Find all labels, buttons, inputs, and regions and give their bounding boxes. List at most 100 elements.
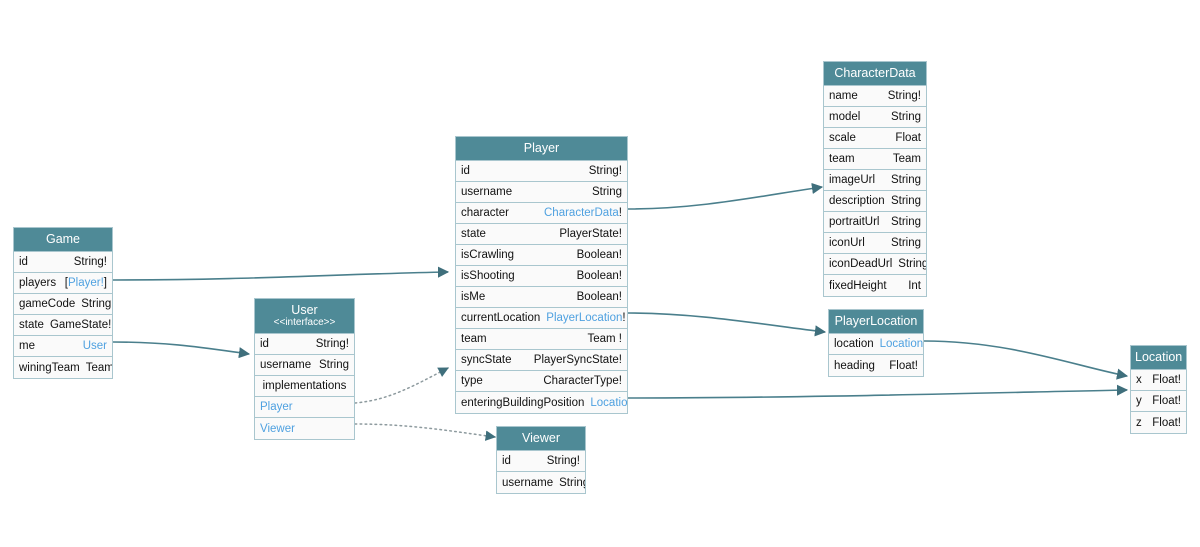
type-link[interactable]: Location [590,396,627,409]
table-row[interactable]: players [Player!] [14,273,112,295]
table-row[interactable]: state GameState! [14,315,112,337]
table-row[interactable]: z Float! [1131,412,1186,434]
table-row[interactable]: id String! [456,161,627,183]
node-game[interactable]: Game id String! players [Player!] gameCo… [13,227,113,380]
table-row[interactable]: state PlayerState! [456,224,627,246]
table-row[interactable]: isShooting Boolean! [456,266,627,288]
edge-user-implements-viewer [354,423,497,441]
field-type: String [890,174,921,187]
field-type: String [898,258,926,271]
table-row[interactable]: id String! [497,451,585,473]
table-row[interactable]: portraitUrl String [824,212,926,234]
field-name: imageUrl [829,174,876,187]
table-row[interactable]: syncState PlayerSyncState! [456,350,627,372]
field-type: Int [908,279,921,292]
field-name: id [260,338,269,351]
field-type: String [890,237,921,250]
field-type: Team [85,361,112,374]
field-name: x [1136,374,1142,387]
field-name: team [461,333,487,346]
field-type: String [890,195,921,208]
node-game-title: Game [14,228,112,253]
table-row[interactable]: x Float! [1131,370,1186,392]
field-name: type [461,375,483,388]
node-viewer[interactable]: Viewer id String! username String [496,426,586,495]
list-item[interactable]: Viewer [255,418,354,440]
field-type: PlayerLocation! [546,312,625,324]
type-link[interactable]: Player! [68,277,104,290]
node-player[interactable]: Player id String! username String charac… [455,136,628,415]
table-row[interactable]: fixedHeight Int [824,275,926,297]
field-type: Float! [1152,416,1181,429]
type-link[interactable]: CharacterData [544,207,619,220]
table-row[interactable]: name String! [824,86,926,108]
field-name: character [461,207,509,220]
node-user[interactable]: User <<interface>> id String! username S… [254,298,355,441]
bracket-close: ] [103,277,107,290]
table-row[interactable]: y Float! [1131,391,1186,413]
node-playerlocation[interactable]: PlayerLocation location Location! headin… [828,309,924,378]
bracket-open: [ [64,277,68,290]
implementation-player[interactable]: Player [260,401,293,414]
field-name: currentLocation [461,312,541,325]
field-name: team [829,153,855,166]
table-row[interactable]: description String [824,191,926,213]
field-type: String! [73,256,107,269]
type-link[interactable]: PlayerLocation [546,312,623,325]
table-row[interactable]: isMe Boolean! [456,287,627,309]
table-row[interactable]: heading Float! [829,355,923,377]
field-name: y [1136,395,1142,408]
field-type: String! [315,338,349,351]
field-type: Boolean! [576,270,622,283]
field-name: isShooting [461,270,515,283]
field-name: z [1136,416,1142,429]
non-null-marker: ! [618,207,622,220]
field-type: Team ! [587,333,622,346]
node-user-title: User <<interface>> [255,299,354,335]
table-row[interactable]: scale Float [824,128,926,150]
table-row[interactable]: winingTeam Team [14,357,112,379]
table-row[interactable]: model String [824,107,926,129]
type-link[interactable]: User [82,340,107,353]
table-row[interactable]: id String! [255,334,354,356]
table-row[interactable]: team Team ! [456,329,627,351]
table-row[interactable]: team Team [824,149,926,171]
node-viewer-title-text: Viewer [522,431,560,445]
field-type: String! [546,455,580,468]
table-row[interactable]: iconUrl String [824,233,926,255]
table-row[interactable]: imageUrl String [824,170,926,192]
table-row[interactable]: type CharacterType! [456,371,627,393]
node-viewer-title: Viewer [497,427,585,452]
table-row[interactable]: currentLocation PlayerLocation! [456,308,627,330]
field-type: Float! [1152,374,1181,387]
type-link[interactable]: Location [879,338,923,351]
table-row[interactable]: isCrawling Boolean! [456,245,627,267]
field-type: Float! [1152,395,1181,408]
table-row[interactable]: me User [14,336,112,358]
node-characterdata[interactable]: CharacterData name String! model String … [823,61,927,298]
table-row[interactable]: username String [497,472,585,494]
field-name: username [260,359,312,372]
table-row[interactable]: gameCode String! [14,294,112,316]
edge-player-character-to-characterdata [627,182,824,210]
field-type: PlayerState! [559,228,622,241]
list-item[interactable]: Player [255,397,354,419]
node-location[interactable]: Location x Float! y Float! z Float! [1130,345,1187,435]
field-type: String [591,186,622,199]
field-type: String! [887,90,921,103]
field-type: CharacterType! [543,375,622,388]
field-name: gameCode [19,298,76,311]
field-type: String [890,216,921,229]
table-row[interactable]: location Location! [829,334,923,356]
table-row[interactable]: username String [456,182,627,204]
node-player-title: Player [456,137,627,162]
table-row[interactable]: enteringBuildingPosition Location [456,392,627,414]
implementation-viewer[interactable]: Viewer [260,422,295,435]
field-name: id [19,256,28,269]
table-row[interactable]: id String! [14,252,112,274]
table-row[interactable]: iconDeadUrl String [824,254,926,276]
edge-game-me-to-user [112,341,251,359]
field-name: username [461,186,513,199]
table-row[interactable]: username String [255,355,354,377]
table-row[interactable]: character CharacterData! [456,203,627,225]
